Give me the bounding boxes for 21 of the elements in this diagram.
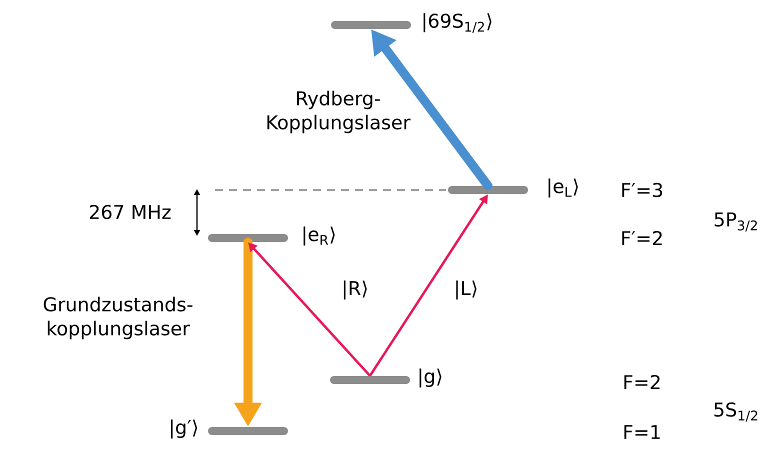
edge-label: |R⟩	[344, 280, 367, 300]
energy-level	[208, 427, 288, 435]
level-label: 5P$_{3/2}$	[714, 212, 757, 232]
state-label: |e$_{R}$⟩	[304, 226, 335, 246]
level-label: F=1	[624, 425, 660, 439]
level-label: 267 MHz	[90, 204, 171, 220]
edge-label: Rydberg- Kopplungslaser	[267, 90, 410, 134]
state-label: |69S$_{1/2}$⟩	[424, 13, 492, 33]
level-label: F′=3	[622, 182, 662, 198]
state-label: |g′⟩	[171, 420, 198, 438]
state-label: |e$_{L}$⟩	[548, 178, 578, 198]
level-label: F=2	[624, 374, 660, 390]
level-label: 5S$_{1/2}$	[714, 402, 758, 422]
state-label: |g⟩	[420, 368, 442, 388]
level-label: F′=2	[622, 230, 662, 246]
energy-level	[330, 376, 410, 384]
energy-level	[208, 234, 288, 242]
energy-level	[448, 186, 528, 194]
energy-level	[331, 21, 411, 29]
edge-label: |L⟩	[456, 280, 476, 300]
edge-label: Grundzustands- kopplungslaser	[44, 296, 192, 340]
